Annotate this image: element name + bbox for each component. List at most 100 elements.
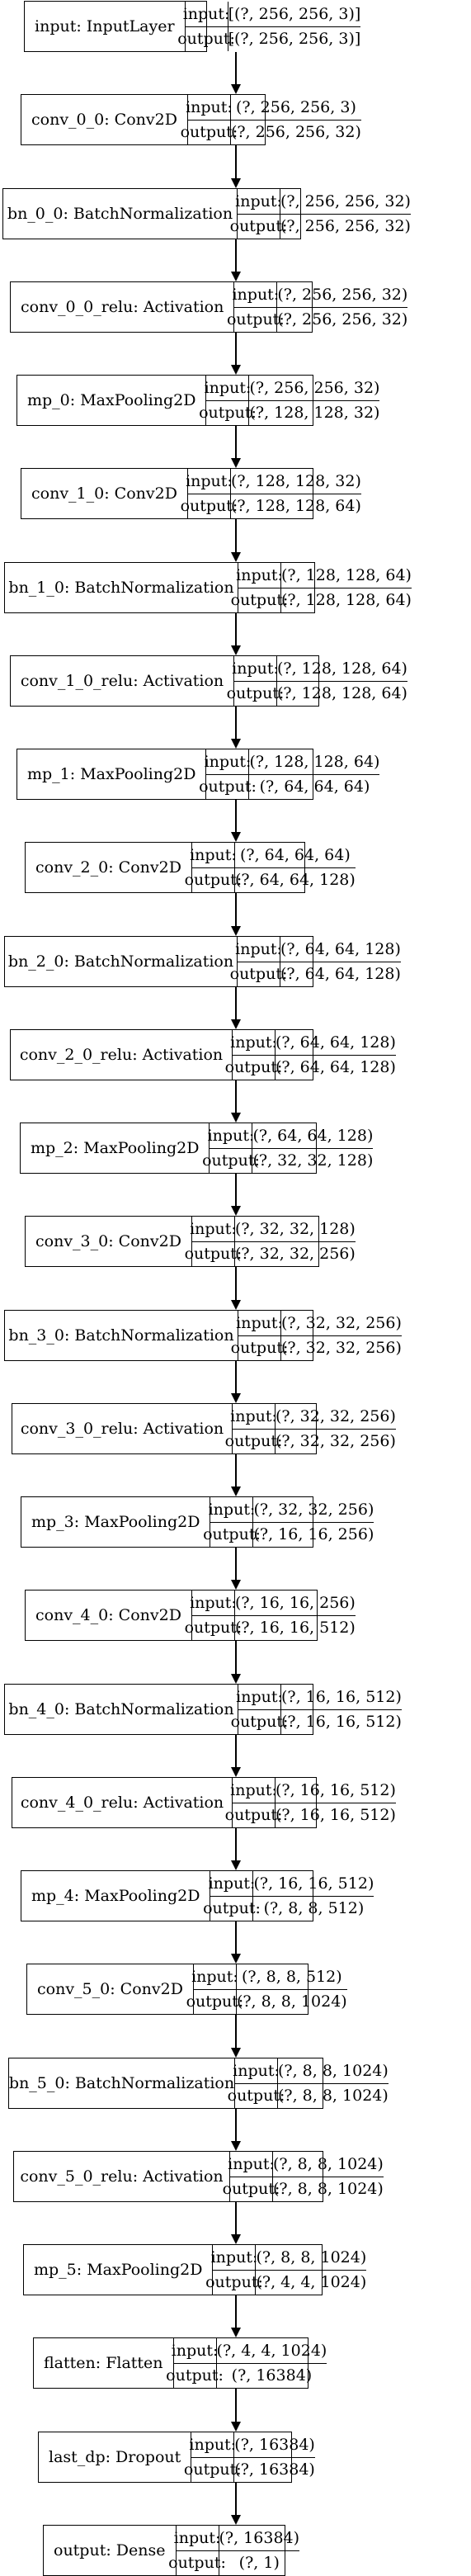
output-shape: (?, 32, 32, 256) (276, 1432, 396, 1451)
connector-line (235, 333, 237, 365)
output-shape: (?, 128, 128, 64) (277, 684, 407, 703)
input-row: input:(?, 8, 8, 1024) (233, 2058, 389, 2083)
output-label: output: (231, 588, 288, 612)
layer-ports: input:(?, 256, 256, 32)output:(?, 256, 2… (227, 282, 408, 332)
arrow-head (231, 645, 241, 655)
input-row: input:(?, 16, 16, 512) (230, 1778, 396, 1803)
output-row: output:(?, 32, 32, 256) (225, 1428, 396, 1453)
connector-line (235, 239, 237, 272)
output-shape: (?, 64, 64, 128) (276, 1058, 396, 1077)
output-row: output:(?, 16, 16, 512) (231, 1709, 402, 1734)
layer-name: conv_0_0_relu: Activation (11, 282, 235, 332)
input-label: input: (235, 189, 282, 214)
layer-ports: input:(?, 256, 256, 3)output:(?, 256, 25… (181, 95, 361, 144)
input-shape: (?, 32, 32, 256) (253, 1500, 374, 1519)
input-shape: (?, 64, 64, 128) (252, 1126, 374, 1145)
output-shape: (?, 256, 256, 32) (280, 217, 411, 236)
output-label: output: (230, 214, 287, 239)
connector-line (235, 707, 237, 739)
input-shape: (?, 64, 64, 128) (280, 939, 401, 958)
layer-name: conv_5_0_relu: Activation (14, 2152, 230, 2201)
input-row: input:(?, 32, 32, 128) (190, 1217, 356, 1241)
output-row: output:(?, 128, 128, 64) (181, 493, 361, 518)
input-label: input: (172, 2338, 218, 2363)
output-label: output: (205, 2270, 263, 2295)
layer-ports: input:(?, 16384)output:(?, 16384) (184, 2432, 315, 2482)
layer-ports: input:(?, 64, 64, 128)output:(?, 64, 64,… (230, 937, 401, 986)
output-shape: (?, 1) (238, 2554, 280, 2573)
output-label: output: (225, 1055, 282, 1080)
layer-name: conv_1_0_relu: Activation (11, 656, 234, 706)
arrow-head (231, 1113, 241, 1123)
connector-line (235, 2202, 237, 2234)
output-row: output:(?, 64, 64, 128) (185, 867, 356, 892)
arrow-head (231, 2515, 241, 2525)
input-shape: (?, 32, 32, 256) (276, 1406, 396, 1425)
layer-name: conv_3_0_relu: Activation (12, 1404, 233, 1453)
arrow-head (231, 2422, 241, 2432)
output-label: output: (203, 1896, 261, 1921)
input-row: input:(?, 8, 8, 512) (191, 1964, 347, 1989)
output-row: output:(?, 256, 256, 32) (181, 119, 361, 144)
layer-name: bn_3_0: BatchNormalization (5, 1311, 238, 1360)
input-shape: (?, 256, 256, 32) (280, 191, 411, 210)
input-label: input: (209, 1871, 255, 1896)
output-row: output:(?, 8, 8, 1024) (186, 1988, 347, 2014)
output-shape: (?, 16, 16, 512) (234, 1619, 356, 1638)
output-shape: (?, 64, 64, 64) (259, 778, 370, 796)
connector-line (235, 1174, 237, 1206)
connector-line (235, 519, 237, 552)
input-shape: (?, 16384) (219, 2528, 300, 2547)
output-label: output: (199, 774, 257, 799)
connector-line (235, 2483, 237, 2515)
layer-name: mp_4: MaxPooling2D (21, 1871, 211, 1921)
layer-ports: input:(?, 64, 64, 64)output:(?, 64, 64, … (185, 843, 356, 892)
output-row: output:(?, 8, 8, 512) (203, 1895, 374, 1921)
input-shape: (?, 256, 256, 32) (249, 378, 380, 397)
input-row: input:(?, 16, 16, 512) (236, 1685, 402, 1709)
output-row: output:(?, 32, 32, 128) (202, 1147, 374, 1173)
layer-name: conv_2_0_relu: Activation (11, 1030, 233, 1080)
output-row: output:(?, 32, 32, 256) (231, 1335, 402, 1360)
input-row: input:(?, 16, 16, 256) (190, 1591, 356, 1615)
output-label: output: (181, 120, 238, 144)
output-shape: (?, 64, 64, 128) (234, 871, 356, 890)
input-row: input:(?, 32, 32, 256) (209, 1497, 374, 1522)
input-shape: (?, 16, 16, 512) (281, 1687, 402, 1706)
input-shape: (?, 128, 128, 32) (230, 471, 361, 490)
input-row: input:(?, 128, 128, 32) (186, 469, 361, 494)
layer-ports: input:(?, 32, 32, 128)output:(?, 32, 32,… (185, 1217, 356, 1266)
output-label: output: (228, 2083, 285, 2108)
output-shape: (?, 32, 32, 256) (281, 1339, 402, 1358)
input-row: input:(?, 64, 64, 64) (190, 843, 356, 867)
output-row: output:(?, 8, 8, 1024) (228, 2082, 389, 2108)
input-label: input: (236, 563, 283, 588)
layer-name: bn_5_0: BatchNormalization (9, 2058, 235, 2108)
output-row: output:(?, 8, 8, 1024) (223, 2176, 384, 2201)
connector-line (235, 2015, 237, 2048)
input-row: input:(?, 256, 256, 32) (205, 376, 380, 400)
arrow-head (231, 2234, 241, 2244)
arrow-head (231, 1487, 241, 1496)
output-label: output: (168, 2550, 226, 2575)
connector-line (235, 1454, 237, 1487)
output-shape: (?, 16384) (234, 2460, 315, 2479)
output-shape: (?, 128, 128, 32) (249, 404, 380, 423)
layer-ports: input:(?, 16, 16, 256)output:(?, 16, 16,… (185, 1591, 356, 1640)
arrow-head (231, 178, 241, 188)
output-row: output:(?, 16, 16, 512) (185, 1614, 356, 1640)
layer-ports: input:(?, 16, 16, 512)output:(?, 8, 8, 5… (203, 1871, 374, 1921)
output-row: output:(?, 32, 32, 256) (185, 1241, 356, 1266)
connector-line (235, 1921, 237, 1954)
layer-name: conv_1_0: Conv2D (21, 469, 188, 518)
